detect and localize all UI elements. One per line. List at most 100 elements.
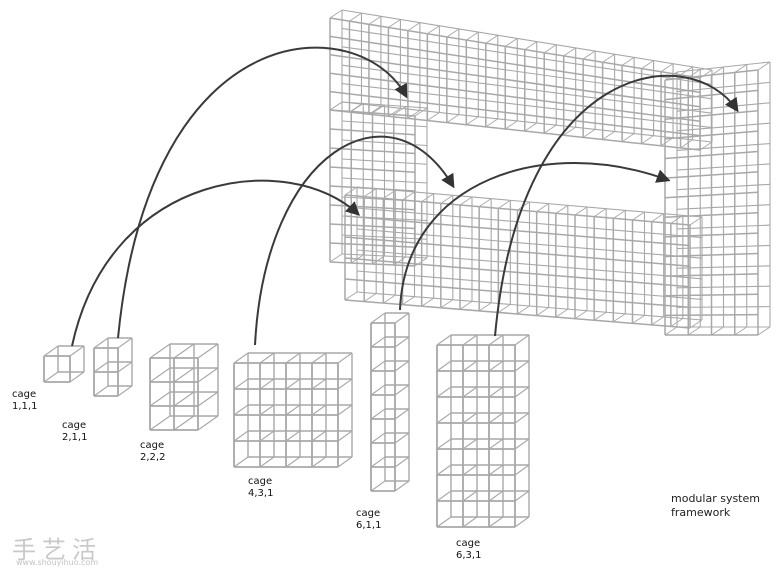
grid-line	[341, 120, 428, 128]
grid-line	[563, 126, 576, 136]
grid-line	[524, 41, 537, 50]
grid-line	[621, 133, 635, 142]
grid-line	[664, 211, 759, 219]
grid-line	[93, 337, 109, 349]
grid-line	[372, 104, 385, 114]
framework-caption: modular system framework	[671, 492, 760, 520]
grid-line	[641, 135, 654, 145]
grid-line	[488, 438, 504, 450]
grid-line	[69, 371, 85, 383]
grid-line	[329, 54, 701, 108]
grid-line	[329, 109, 701, 151]
grid-line	[514, 438, 530, 450]
grid-line	[676, 265, 771, 269]
grid-line	[356, 207, 703, 239]
grid-line	[370, 384, 386, 396]
label-word: cage	[456, 538, 481, 549]
grid-line	[370, 480, 386, 492]
grid-line	[676, 122, 771, 132]
grid-line	[372, 255, 385, 265]
grid-line	[337, 456, 353, 468]
grid-line	[514, 464, 530, 476]
grid-line	[311, 378, 327, 390]
watermark-url: www.shouyihuo.com	[16, 558, 99, 567]
grid-line	[436, 334, 452, 346]
grid-line	[593, 311, 607, 321]
label-cage-2-1-1: cage 2,1,1	[62, 420, 87, 444]
grid-line	[370, 408, 386, 420]
grid-line	[664, 130, 759, 140]
arrow-cage-4-3-1	[254, 135, 455, 346]
grid-line	[664, 191, 759, 199]
grid-line	[664, 171, 759, 179]
grid-line	[582, 128, 596, 138]
grid-line	[233, 404, 249, 416]
label-word: cage	[12, 389, 37, 400]
caption-line-2: framework	[671, 506, 731, 519]
grid-line	[440, 299, 454, 309]
grid-line	[664, 326, 678, 336]
grid-line	[173, 391, 195, 407]
grid-line	[197, 367, 219, 383]
grid-line	[259, 352, 275, 364]
grid-line	[485, 118, 499, 128]
grid-line	[370, 312, 386, 324]
grid-line	[117, 361, 133, 373]
grid-line	[394, 336, 410, 348]
grid-line	[370, 360, 386, 372]
grid-line	[514, 386, 530, 398]
grid-line	[394, 408, 410, 420]
grid-line	[676, 142, 771, 152]
grid-line	[394, 480, 410, 492]
grid-line	[446, 28, 460, 38]
grid-line	[197, 415, 219, 431]
grid-line	[351, 103, 364, 112]
grid-line	[660, 63, 674, 73]
grid-line	[498, 304, 511, 313]
arrow-cage-6-3-1	[494, 74, 739, 337]
grid-line	[664, 313, 759, 317]
grid-line	[341, 9, 713, 71]
grid-line	[117, 337, 133, 349]
grid-line	[505, 120, 518, 130]
grid-line	[436, 438, 452, 450]
grid-line	[488, 464, 504, 476]
grid-line	[149, 343, 171, 359]
grid-line	[329, 101, 343, 111]
grid-line	[676, 183, 771, 191]
grid-line	[485, 34, 499, 44]
grid-line	[233, 456, 249, 468]
grid-line	[329, 242, 416, 248]
grid-line	[370, 432, 386, 444]
grid-line	[259, 378, 275, 390]
grid-line	[436, 516, 452, 528]
grid-line	[676, 285, 771, 289]
cage-2-1-1-module	[93, 337, 133, 397]
grid-line	[370, 336, 386, 348]
grid-line	[641, 60, 654, 69]
grid-line	[699, 69, 713, 79]
grid-line	[43, 345, 59, 357]
grid-line	[259, 430, 275, 442]
grid-line	[344, 236, 691, 267]
grid-line	[368, 15, 382, 25]
grid-line	[349, 12, 362, 22]
label-code: 2,1,1	[62, 432, 88, 443]
grid-line	[285, 456, 301, 468]
label-word: cage	[356, 508, 381, 519]
grid-line	[462, 438, 478, 450]
grid-line	[69, 345, 85, 357]
label-code: 2,2,2	[140, 452, 166, 463]
grid-line	[478, 198, 492, 208]
grid-line	[427, 112, 440, 121]
grid-line	[329, 204, 416, 211]
grid-line	[466, 116, 479, 126]
grid-line	[233, 378, 249, 390]
grid-line	[329, 17, 701, 79]
grid-line	[680, 139, 693, 149]
grid-line	[543, 124, 557, 134]
label-code: 1,1,1	[12, 401, 38, 412]
grid-line	[488, 412, 504, 424]
grid-line	[436, 412, 452, 424]
